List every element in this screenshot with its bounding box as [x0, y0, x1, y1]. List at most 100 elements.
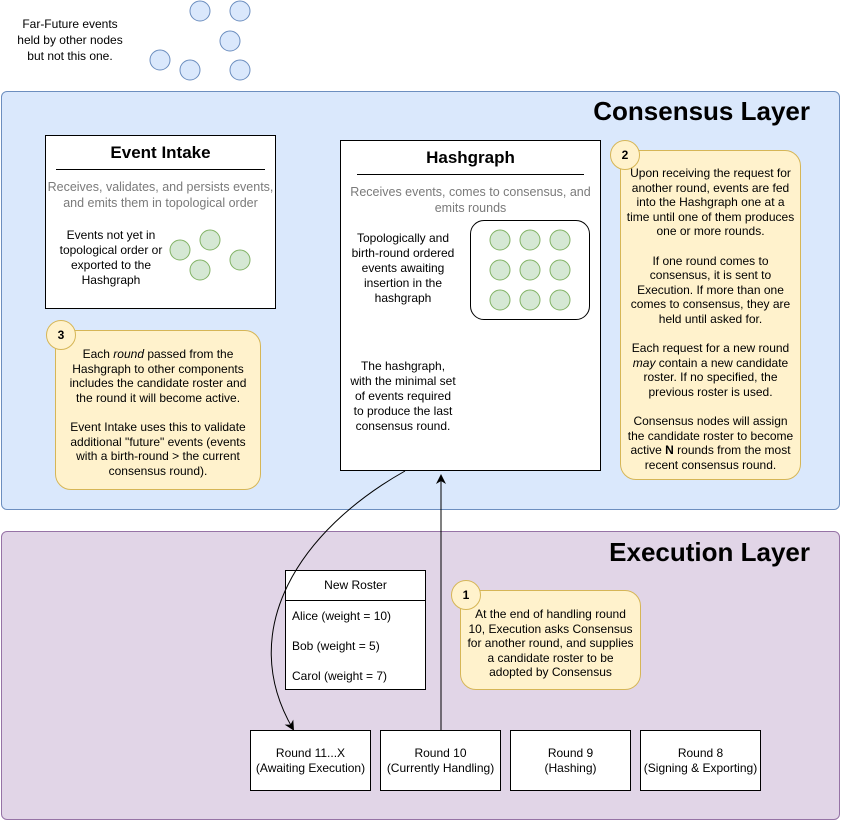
- ordered-event: [489, 229, 511, 251]
- pending-event: [199, 229, 221, 251]
- note-3-emphasis: round: [113, 347, 144, 361]
- ordered-events-label-line: Topologically and: [356, 231, 450, 245]
- ordered-event: [489, 259, 511, 281]
- event-intake-divider: [56, 169, 265, 170]
- pending-events-label-line: Events not yet in: [66, 228, 156, 242]
- round-name: Round 8: [677, 745, 724, 760]
- note-1-badge: 1: [451, 580, 481, 610]
- note-3-badge: 3: [46, 320, 76, 350]
- ordered-events-label-line: hashgraph: [374, 291, 432, 305]
- note-3-text: includes the candidate roster and: [69, 376, 247, 391]
- note-2-text: another round, events are fed: [631, 180, 790, 195]
- pending-events-label: Events not yet in topological order or e…: [46, 228, 176, 288]
- note-2-text: Upon receiving the request for: [630, 166, 791, 180]
- event-intake-description-line: Receives, validates, and persists events…: [47, 180, 274, 194]
- note-2-text: Execution. If more than one: [637, 282, 784, 297]
- ordered-event: [549, 229, 571, 251]
- far-future-label-line: but not this one.: [27, 49, 113, 63]
- ordered-event: [519, 289, 541, 311]
- ordered-event: [519, 259, 541, 281]
- hashgraph-title: Hashgraph: [426, 148, 515, 167]
- event-intake-description: Receives, validates, and persists events…: [46, 179, 275, 211]
- pending-event: [189, 259, 211, 281]
- roster-entry: Alice (weight = 10): [292, 609, 392, 623]
- note-2-paragraph-1: Upon receiving the request for another r…: [624, 166, 797, 239]
- pending-event: [169, 239, 191, 261]
- note-1-text: At the end of handling round: [475, 607, 626, 621]
- note-2-badge: 2: [610, 140, 640, 170]
- pending-events-label-line: exported to the: [70, 258, 152, 272]
- note-3: Each round passed from the Hashgraph to …: [55, 330, 261, 490]
- note-2-text: previous roster is used.: [648, 384, 773, 399]
- note-2: Upon receiving the request for another r…: [620, 150, 801, 480]
- event-intake-title: Event Intake: [110, 143, 211, 162]
- note-2-text: comes to consensus, they are: [630, 297, 791, 312]
- note-2-paragraph-3: Each request for a new round may contain…: [624, 341, 797, 399]
- round-box-signing-exporting: Round 8 (Signing & Exporting): [640, 730, 761, 791]
- new-roster-table: New Roster Alice (weight = 10) Bob (weig…: [285, 570, 426, 690]
- far-future-event: [229, 0, 251, 22]
- note-1-text: adopted by Consensus: [489, 665, 612, 680]
- hashgraph-graph-label-line: consensus round.: [355, 419, 451, 433]
- note-2-text: the candidate roster to become: [627, 428, 794, 443]
- roster-entry: Carol (weight = 7): [292, 669, 388, 683]
- hashgraph-description: Receives events, comes to consensus, and…: [341, 184, 600, 216]
- round-name: Round 9: [547, 745, 594, 760]
- hashgraph-divider: [357, 174, 584, 175]
- far-future-event: [189, 0, 211, 22]
- note-2-text: roster. If no specified, the: [643, 370, 778, 385]
- note-2-text: rounds from the most: [673, 443, 791, 458]
- note-2-emphasis: may: [632, 355, 656, 370]
- note-3-text: Event Intake uses this to validate: [70, 419, 246, 434]
- far-future-event: [219, 30, 241, 52]
- note-3-paragraph-2: Event Intake uses this to validate addit…: [60, 420, 256, 478]
- event-intake-description-line: and emits them in topological order: [63, 196, 258, 210]
- note-2-paragraph-2: If one round comes to consensus, it is s…: [624, 254, 797, 327]
- ordered-events-label-line: birth-round ordered: [351, 246, 455, 260]
- round-status: (Hashing): [544, 760, 597, 775]
- ordered-event: [549, 259, 571, 281]
- round-status: (Awaiting Execution): [255, 760, 366, 775]
- consensus-layer-title: Consensus Layer: [593, 96, 810, 126]
- note-1-text: 10, Execution asks Consensus: [468, 621, 633, 636]
- note-3-text: consensus round).: [108, 463, 208, 478]
- pending-event: [229, 249, 251, 271]
- far-future-event: [229, 59, 251, 81]
- note-2-text: contain a new candidate: [655, 355, 789, 370]
- note-2-strong: N: [665, 443, 674, 458]
- hashgraph-graph-label-line: with the minimal set: [350, 374, 456, 388]
- hashgraph-graph-label-line: of events required: [354, 389, 452, 403]
- pending-events-label-line: topological order or: [59, 243, 163, 257]
- note-3-text: Each: [82, 347, 114, 361]
- roster-entry: Bob (weight = 5): [292, 639, 380, 653]
- note-2-text: consensus, it is sent to: [649, 268, 772, 283]
- ordered-event: [549, 289, 571, 311]
- note-2-text: time until one of them produces: [626, 209, 795, 224]
- note-1-text: for another round, and supplies: [467, 636, 634, 651]
- note-2-text: one or more rounds.: [656, 224, 765, 239]
- note-2-paragraph-4: Consensus nodes will assign the candidat…: [624, 414, 797, 472]
- hashgraph-graph-label: The hashgraph, with the minimal set of e…: [343, 359, 463, 434]
- ordered-events-label-line: insertion in the: [363, 276, 443, 290]
- note-3-paragraph-1: Each round passed from the Hashgraph to …: [60, 347, 256, 405]
- note-3-text: passed from the: [144, 347, 234, 361]
- round-status: (Signing & Exporting): [643, 760, 758, 775]
- round-box-awaiting-execution: Round 11...X (Awaiting Execution): [250, 730, 371, 791]
- new-roster-title: New Roster: [286, 571, 425, 601]
- note-3-text: the round it will become active.: [75, 390, 241, 405]
- note-2-text: active: [630, 443, 666, 458]
- note-2-text: Each request for a new round: [631, 341, 790, 356]
- event-intake-box: Event Intake Receives, validates, and pe…: [45, 135, 276, 309]
- ordered-event: [489, 289, 511, 311]
- note-2-text: recent consensus round.: [644, 457, 777, 472]
- hashgraph-description-line: emits rounds: [434, 201, 507, 215]
- note-2-text: into the Hashgraph one at a: [636, 195, 785, 210]
- note-3-text: Hashgraph to other components: [72, 361, 244, 376]
- hashgraph-graph-label-line: to produce the last: [353, 404, 453, 418]
- round-name: Round 11...X: [275, 745, 346, 760]
- round-box-hashing: Round 9 (Hashing): [510, 730, 631, 791]
- round-box-currently-handling: Round 10 (Currently Handling): [380, 730, 501, 791]
- note-1-text: a candidate roster to be: [487, 650, 614, 665]
